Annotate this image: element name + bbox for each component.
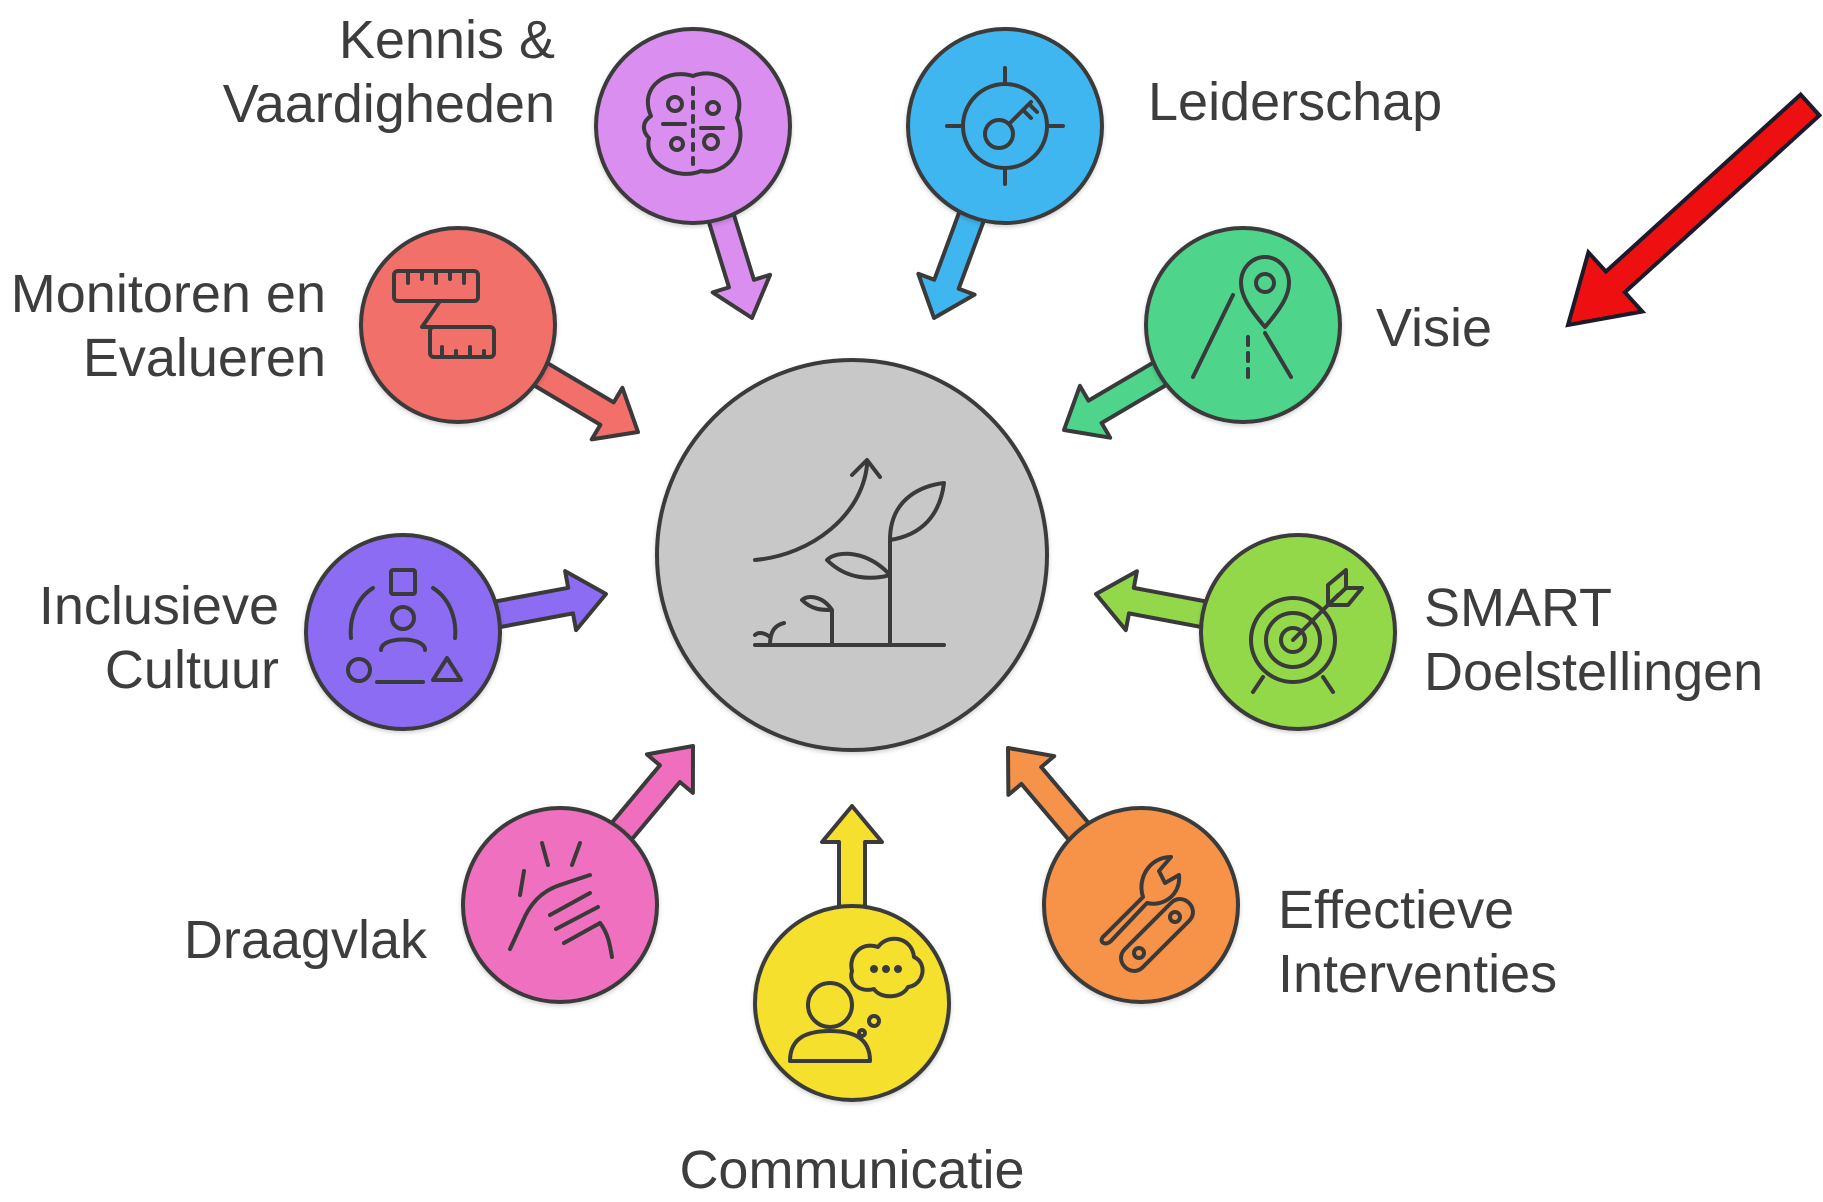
annotation-layer xyxy=(1565,91,1823,328)
wrench-tool-icon xyxy=(1099,855,1195,973)
arrow-leiderschap xyxy=(916,201,989,320)
road-pin-icon xyxy=(1191,255,1293,379)
node-circle-leiderschap xyxy=(906,27,1104,225)
label-visie: Visie xyxy=(1376,298,1493,358)
node-circle-draagvlak xyxy=(461,806,659,1004)
hands-together-icon xyxy=(508,841,614,959)
node-circle-kennis xyxy=(594,27,792,225)
arrow-effectieve xyxy=(1006,746,1097,849)
arrow-smart xyxy=(1094,569,1217,633)
node-circle-inclusieve xyxy=(304,533,502,731)
arrows-layer xyxy=(484,201,1217,918)
target-key-icon xyxy=(945,66,1065,186)
measuring-tape-icon xyxy=(392,269,496,359)
label-inclusieve: Inclusieve Cultuur xyxy=(38,576,279,700)
arrow-kennis xyxy=(704,203,773,320)
person-speech-icon xyxy=(788,936,925,1063)
arrow-draagvlak xyxy=(603,744,695,849)
node-circle-smart xyxy=(1199,533,1397,731)
label-leiderschap: Leiderschap xyxy=(1148,72,1443,132)
arrow-visie xyxy=(1062,355,1177,440)
arrow-inclusieve xyxy=(484,569,608,633)
label-smart: SMART Doelstellingen xyxy=(1424,578,1764,702)
node-circle-visie xyxy=(1144,226,1342,424)
icons-layer xyxy=(346,66,1364,1063)
red-pointer-arrow xyxy=(1565,91,1823,328)
label-draagvlak: Draagvlak xyxy=(183,910,427,970)
brain-icon xyxy=(642,71,743,176)
circles-layer xyxy=(304,27,1397,1102)
arrow-communicatie xyxy=(820,804,884,918)
node-circle-effectieve xyxy=(1042,806,1240,1004)
label-monitoren: Monitoren en Evalueren xyxy=(10,264,326,388)
growth-plant-icon xyxy=(753,458,946,647)
label-communicatie: Communicatie xyxy=(679,1140,1025,1200)
label-effectieve: Effectieve Interventies xyxy=(1278,880,1558,1004)
bullseye-arrow-icon xyxy=(1249,568,1364,694)
label-kennis: Kennis & Vaardigheden xyxy=(222,10,555,134)
shapes-person-icon xyxy=(346,568,463,684)
arrow-monitoren xyxy=(524,356,640,442)
